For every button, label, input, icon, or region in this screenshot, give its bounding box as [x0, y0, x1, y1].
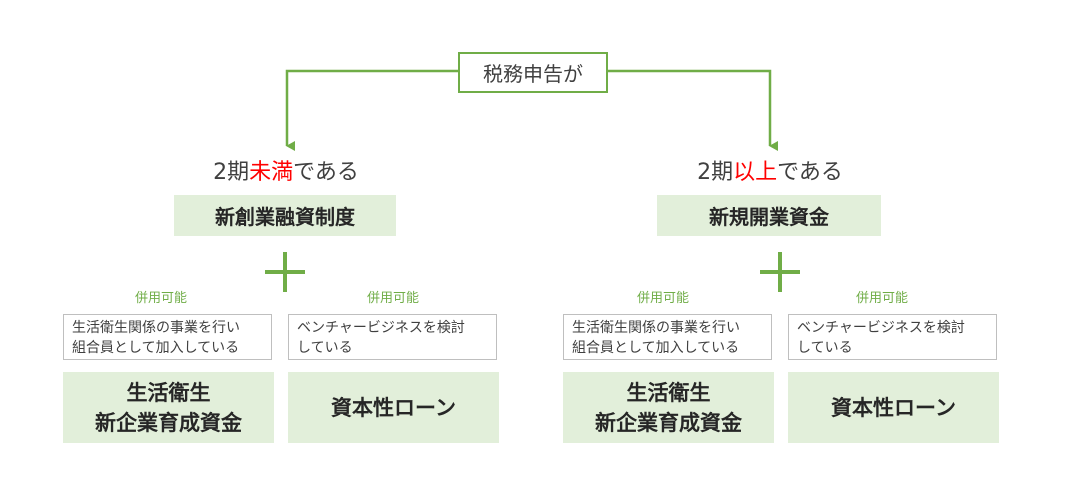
requirement-line: 生活衛生関係の事業を行い: [72, 320, 240, 336]
program-label: 新規開業資金: [709, 205, 829, 229]
plus-icon: [265, 252, 305, 292]
condition-highlight: 未満: [249, 160, 294, 185]
requirement-box: 生活衛生関係の事業を行い 組合員として加入している: [63, 314, 272, 360]
result-box: 資本性ローン: [788, 372, 999, 443]
condition-right: 2期以上である: [650, 158, 890, 188]
condition-suffix: である: [777, 160, 843, 185]
requirement-line: ベンチャービジネスを検討: [797, 320, 965, 336]
result-line: 生活衛生: [126, 380, 211, 405]
condition-left: 2期未満である: [166, 158, 406, 188]
plus-icon: [760, 252, 800, 292]
result-line: 生活衛生: [626, 380, 711, 405]
combinable-note: 併用可能: [855, 291, 908, 306]
connector-left: [285, 69, 458, 151]
requirement-line: ベンチャービジネスを検討: [297, 320, 465, 336]
result-line: 資本性ローン: [331, 395, 456, 420]
requirement-line: 組合員として加入している: [72, 340, 240, 356]
program-box-left: 新創業融資制度: [174, 195, 396, 236]
result-line: 新企業育成資金: [595, 410, 742, 435]
requirement-line: している: [297, 340, 353, 356]
requirement-box: ベンチャービジネスを検討 している: [788, 314, 997, 360]
requirement-box: ベンチャービジネスを検討 している: [288, 314, 497, 360]
condition-prefix: 2期: [697, 160, 734, 185]
condition-suffix: である: [293, 160, 359, 185]
result-line: 資本性ローン: [831, 395, 956, 420]
requirement-box: 生活衛生関係の事業を行い 組合員として加入している: [563, 314, 772, 360]
requirement-line: 組合員として加入している: [572, 340, 740, 356]
connector-right: [606, 69, 778, 151]
combinable-note: 併用可能: [636, 291, 689, 306]
program-box-right: 新規開業資金: [657, 195, 881, 236]
decision-box: 税務申告が: [458, 52, 608, 93]
result-box: 生活衛生 新企業育成資金: [63, 372, 274, 443]
combinable-note: 併用可能: [366, 291, 419, 306]
result-line: 新企業育成資金: [95, 410, 242, 435]
program-label: 新創業融資制度: [215, 205, 355, 229]
requirement-line: 生活衛生関係の事業を行い: [572, 320, 740, 336]
condition-highlight: 以上: [733, 160, 778, 185]
result-box: 資本性ローン: [288, 372, 499, 443]
condition-prefix: 2期: [213, 160, 250, 185]
combinable-note: 併用可能: [134, 291, 187, 306]
decision-label: 税務申告が: [483, 62, 583, 86]
result-box: 生活衛生 新企業育成資金: [563, 372, 774, 443]
requirement-line: している: [797, 340, 853, 356]
